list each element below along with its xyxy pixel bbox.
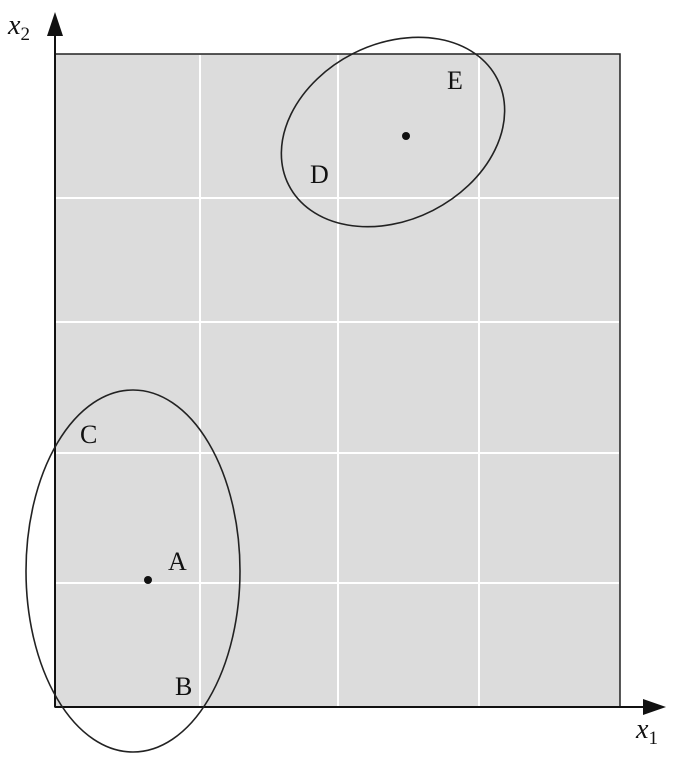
label-d: D xyxy=(310,160,329,189)
x-axis-arrowhead xyxy=(643,699,666,715)
label-a: A xyxy=(168,547,187,576)
grid xyxy=(56,55,619,706)
label-e: E xyxy=(447,66,463,95)
point-de-center-dot xyxy=(402,132,410,140)
axes xyxy=(54,30,655,708)
y-axis-label: x2 xyxy=(7,10,30,45)
label-c: C xyxy=(80,420,97,449)
y-axis-arrowhead xyxy=(47,12,63,36)
point-a-dot xyxy=(144,576,152,584)
x-axis-label: x1 xyxy=(635,714,658,749)
label-b: B xyxy=(175,672,192,701)
upper-right-ellipse xyxy=(280,36,506,228)
lower-left-ellipse xyxy=(25,389,241,753)
